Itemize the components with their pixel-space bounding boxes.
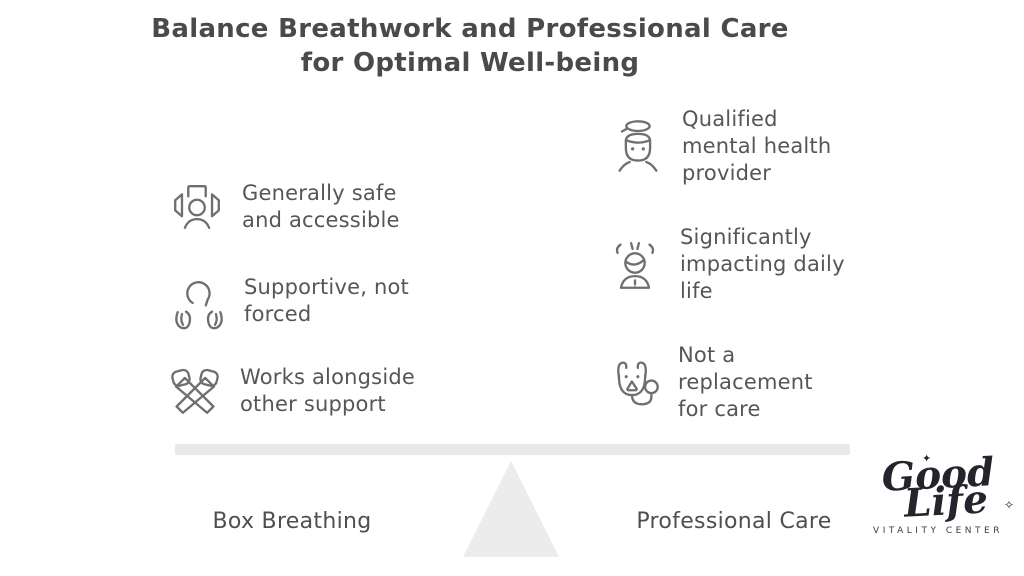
sparkle-icon: ✧	[1003, 498, 1014, 512]
list-item-label: Works alongside other support	[240, 365, 416, 416]
sparkle-icon: ✦	[922, 452, 932, 465]
list-item-label: Significantly impacting daily life	[680, 224, 845, 303]
list-item-label: Generally safe and accessible	[242, 181, 400, 232]
seesaw-right-label: Professional Care	[636, 509, 832, 534]
brand-logo: ✦ ✧ Good Life VITALITY CENTER	[858, 449, 1018, 536]
list-item-supportive: Supportive, not forced	[168, 266, 409, 336]
list-item-impacting-life: Significantly impacting daily life	[604, 222, 845, 306]
seesaw-beam	[175, 444, 850, 455]
list-item-label: Supportive, not forced	[244, 275, 409, 326]
list-item-works-alongside: Works alongside other support	[164, 356, 415, 426]
crossed-arms-icon	[164, 360, 226, 422]
seesaw-left-label: Box Breathing	[212, 509, 372, 534]
logo-subtitle: VITALITY CENTER	[873, 526, 1003, 536]
audience-person-icon	[166, 176, 228, 238]
provider-person-icon	[606, 115, 668, 177]
list-item-qualified-provider: Qualified mental health provider	[606, 104, 831, 188]
seesaw-fulcrum-triangle	[463, 461, 559, 557]
page-title: Balance Breathwork and Professional Care…	[151, 14, 789, 78]
list-item-label: Not a replacement for care	[678, 342, 813, 421]
head-in-hands-icon	[168, 270, 230, 332]
list-item-generally-safe: Generally safe and accessible	[166, 172, 400, 242]
list-item-not-replacement: Not a replacement for care	[602, 340, 813, 424]
list-item-label: Qualified mental health provider	[682, 106, 832, 185]
stressed-person-icon	[604, 233, 666, 295]
stethoscope-icon	[602, 351, 664, 413]
